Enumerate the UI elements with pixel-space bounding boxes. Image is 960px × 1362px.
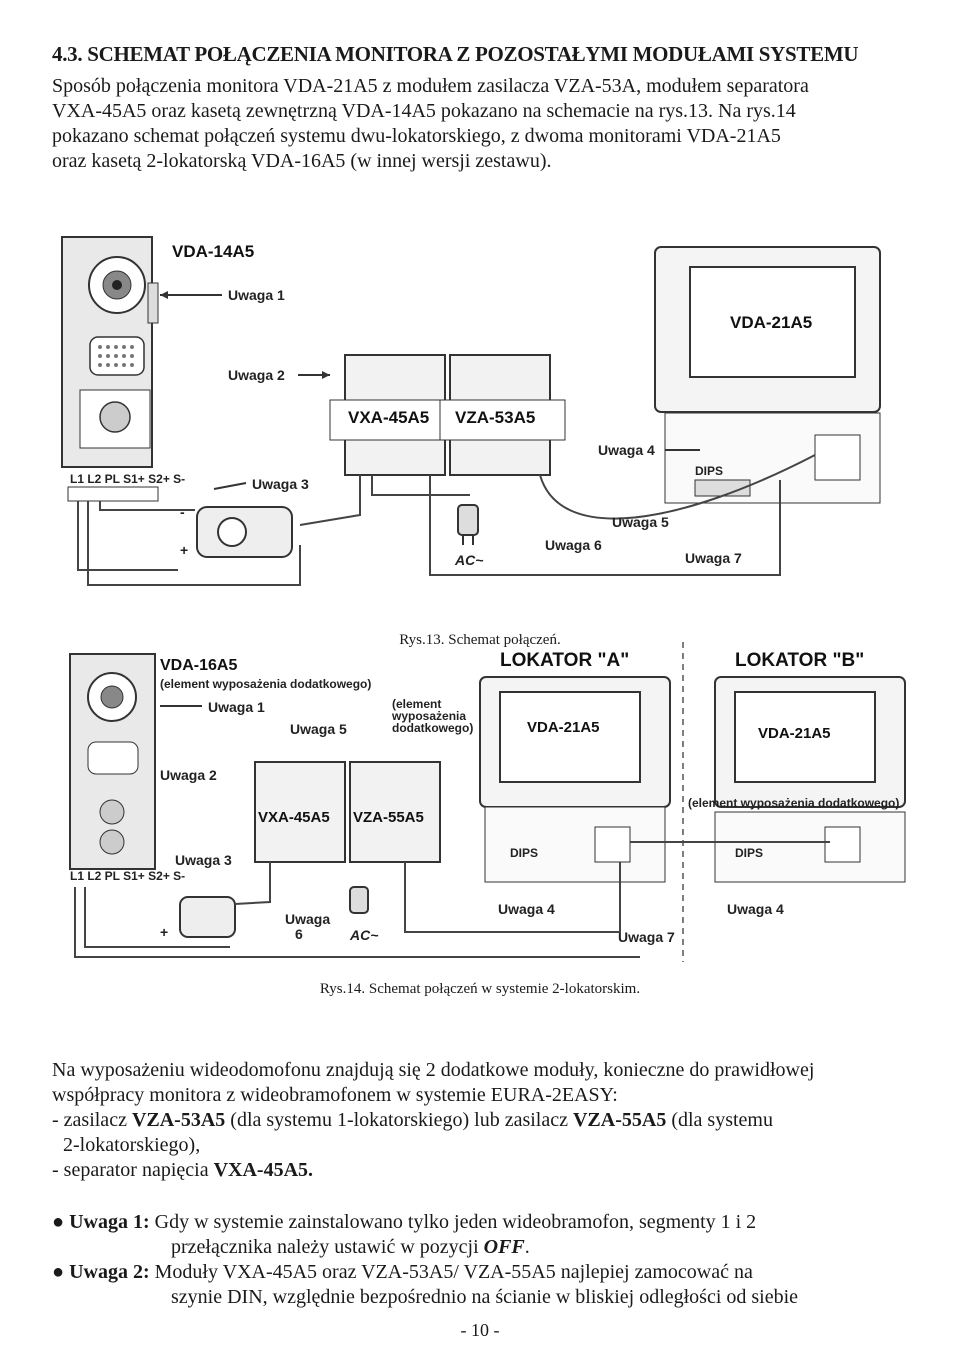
label-vza53a5: VZA-53A5 <box>455 408 535 427</box>
note-text: Moduły VXA-45A5 oraz VZA-53A5/ VZA-55A5 … <box>149 1261 753 1283</box>
intro-line: VXA-45A5 oraz kasetą zewnętrzną VDA-14A5… <box>52 100 796 122</box>
figure-13-caption: Rys.13. Schemat połączeń. <box>399 632 561 648</box>
list-text: - zasilacz <box>52 1109 132 1131</box>
element-note-line2: wyposażenia <box>391 709 466 723</box>
label-minus: - <box>180 504 185 520</box>
label-dips: DIPS <box>695 464 723 478</box>
element-note-line1: (element <box>392 697 441 711</box>
list-text: (dla systemu 1-lokatorskiego) lub zasila… <box>225 1109 573 1131</box>
bullet-icon: ● <box>52 1261 65 1283</box>
label-note4: Uwaga 4 <box>598 442 655 458</box>
note-emphasis: OFF <box>483 1236 525 1258</box>
intro-line: Sposób połączenia monitora VDA-21A5 z mo… <box>52 75 809 97</box>
element-note-line3: dodatkowego) <box>392 721 473 735</box>
list-item-1: - zasilacz VZA-53A5 (dla systemu 1-lokat… <box>52 1108 912 1133</box>
label-note4b: Uwaga 4 <box>727 901 784 917</box>
label-note3: Uwaga 3 <box>252 476 309 492</box>
note-label: Uwaga 2: <box>69 1261 150 1283</box>
page-number: - 10 - <box>460 1320 500 1340</box>
label-dips-a: DIPS <box>510 846 538 860</box>
intro-line: oraz kasetą 2-lokatorską VDA-16A5 (w inn… <box>52 150 552 172</box>
separator-module-vxa45a5 <box>254 761 346 863</box>
list-item-1-continued: 2-lokatorskiego), <box>63 1134 201 1156</box>
label-note7: Uwaga 7 <box>618 929 675 945</box>
intro-line: pokazano schemat połączeń systemu dwu-lo… <box>52 125 781 147</box>
note-text: . <box>524 1236 530 1258</box>
label-dips-b: DIPS <box>735 846 763 860</box>
label-monitor-a: VDA-21A5 <box>527 719 600 736</box>
figure-13-diagram: VDA-14A5 Uwaga 1 Uwaga 2 L1 L2 PL S1+ S2… <box>61 236 881 586</box>
note-1-continued: przełącznika należy ustawić w pozycji OF… <box>171 1235 530 1260</box>
body-line: współpracy monitora z wideobramofonem w … <box>52 1084 618 1106</box>
label-vda21a5: VDA-21A5 <box>730 313 812 332</box>
label-locator-a: LOKATOR "A" <box>500 650 629 671</box>
label-note1: Uwaga 1 <box>228 287 285 303</box>
electric-lock-icon <box>179 896 236 938</box>
label-vxa45a5: VXA-45A5 <box>348 408 429 427</box>
label-note7: Uwaga 7 <box>685 550 742 566</box>
label-ac: AC~ <box>349 927 378 943</box>
label-monitor-b: VDA-21A5 <box>758 725 831 742</box>
note-2: ● Uwaga 2: Moduły VXA-45A5 oraz VZA-53A5… <box>52 1260 753 1285</box>
label-note6: Uwaga 6 <box>545 537 602 553</box>
label-plus: + <box>160 924 168 940</box>
supply-module-vza53a5 <box>439 354 566 476</box>
ac-plug-icon <box>349 886 369 914</box>
note-2-continued: szynie DIN, względnie bezpośrednio na śc… <box>171 1286 799 1308</box>
note-text: Gdy w systemie zainstalowano tylko jeden… <box>149 1211 757 1233</box>
list-bold: VZA-53A5 <box>131 1109 226 1131</box>
label-note2: Uwaga 2 <box>228 367 285 383</box>
list-bold: VZA-55A5 <box>572 1109 667 1131</box>
label-plus: + <box>180 542 188 558</box>
label-vxa45a5: VXA-45A5 <box>258 809 330 826</box>
label-locator-b: LOKATOR "B" <box>735 650 864 671</box>
figure-14-diagram: VDA-16A5 (element wyposażenia dodatkoweg… <box>69 642 906 962</box>
label-vza55a5: VZA-55A5 <box>353 809 424 826</box>
intro-paragraph: Sposób połączenia monitora VDA-21A5 z mo… <box>52 74 912 174</box>
supply-module-vza55a5 <box>349 761 441 863</box>
body-line: Na wyposażeniu wideodomofonu znajdują si… <box>52 1059 815 1081</box>
note-label: Uwaga 1: <box>69 1211 150 1233</box>
list-bold: VXA-45A5. <box>213 1159 314 1181</box>
figure-14-caption: Rys.14. Schemat połączeń w systemie 2-lo… <box>319 981 641 997</box>
door-panel-vda16a5 <box>69 653 156 870</box>
label-vda16a5: VDA-16A5 <box>160 657 237 674</box>
note-text: przełącznika należy ustawić w pozycji <box>171 1236 484 1258</box>
list-item-2: - separator napięcia VXA-45A5. <box>52 1158 912 1183</box>
label-note2: Uwaga 2 <box>160 767 217 783</box>
label-note4a: Uwaga 4 <box>498 901 555 917</box>
label-note5: Uwaga 5 <box>612 514 669 530</box>
monitor-vda21a5 <box>654 246 881 504</box>
separator-module-vxa45a5 <box>329 354 461 476</box>
label-note6-line2: 6 <box>295 926 303 942</box>
list-text: - separator napięcia <box>52 1159 214 1181</box>
label-vda16a5-note: (element wyposażenia dodatkowego) <box>160 677 371 691</box>
panel-terminals: L1 L2 PL S1+ S2+ S- <box>70 869 185 883</box>
label-note3: Uwaga 3 <box>175 852 232 868</box>
call-button-icon <box>99 401 131 433</box>
label-note6-line1: Uwaga <box>285 911 330 927</box>
panel-terminals: L1 L2 PL S1+ S2+ S- <box>70 472 185 486</box>
note-1: ● Uwaga 1: Gdy w systemie zainstalowano … <box>52 1210 756 1235</box>
list-text: (dla systemu <box>666 1109 773 1131</box>
section-heading: 4.3. SCHEMAT POŁĄCZENIA MONITORA Z POZOS… <box>52 42 859 66</box>
body-paragraph: Na wyposażeniu wideodomofonu znajdują si… <box>52 1058 912 1183</box>
bullet-icon: ● <box>52 1211 65 1233</box>
door-panel-vda14a5 <box>61 236 159 468</box>
label-note5: Uwaga 5 <box>290 721 347 737</box>
label-vda14a5: VDA-14A5 <box>172 242 254 261</box>
label-ac: AC~ <box>454 552 483 568</box>
label-monitor-b-note: (element wyposażenia dodatkowego) <box>688 796 899 810</box>
label-note1: Uwaga 1 <box>208 699 265 715</box>
ac-plug-icon <box>457 504 479 545</box>
